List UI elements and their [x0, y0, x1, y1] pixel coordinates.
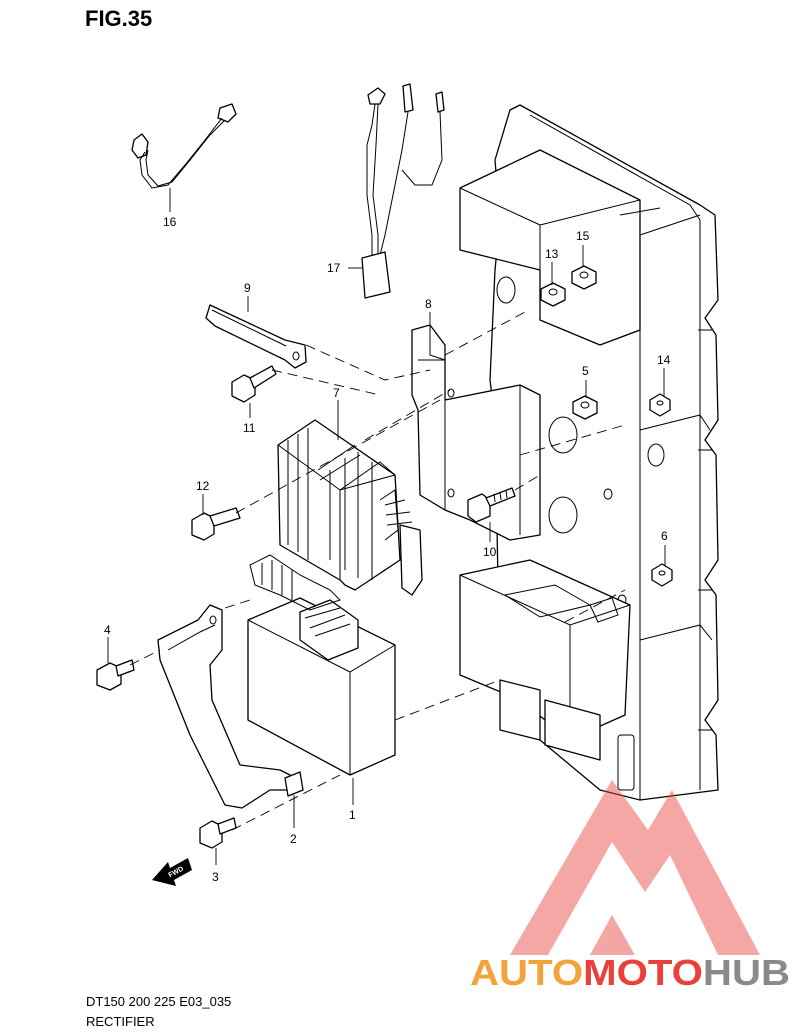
part-6-nut	[651, 563, 673, 587]
callout-15: 15	[576, 229, 590, 243]
callout-labels: 1 2 3 4 5 6 7 8 9 10 11 12 13 14 15 16 1…	[104, 215, 671, 884]
fwd-arrow-icon: FWD	[152, 858, 192, 886]
part-14-nut	[649, 393, 671, 417]
callout-17: 17	[327, 261, 341, 275]
callout-4: 4	[104, 623, 111, 637]
part-8-bracket	[411, 324, 541, 541]
part-7-rectifier	[277, 419, 423, 596]
figure-title: FIG.35	[85, 6, 153, 31]
callout-5: 5	[582, 364, 589, 378]
callout-11: 11	[243, 421, 256, 435]
callout-3: 3	[212, 870, 219, 884]
part-15-nut	[571, 265, 597, 290]
watermark-hub: HUB	[703, 952, 790, 993]
upper-bracket-box	[459, 149, 661, 346]
callout-2: 2	[290, 832, 297, 846]
watermark-logo	[510, 780, 760, 955]
watermark-auto: AUTO	[470, 952, 583, 993]
assembly-lines	[129, 311, 626, 831]
callout-9: 9	[244, 281, 251, 295]
part-16-ground-lead	[131, 103, 237, 189]
part-12-bolt	[191, 507, 241, 541]
callout-6: 6	[661, 529, 668, 543]
part-9-strap	[205, 304, 307, 369]
model-code: DT150 200 225 E03_035	[86, 994, 232, 1009]
callout-10: 10	[483, 545, 497, 559]
part-17-harness	[361, 83, 445, 299]
watermark-moto: MOTO	[583, 952, 703, 993]
callout-12: 12	[196, 479, 210, 493]
part-5-nut	[572, 395, 598, 420]
part-10-bolt	[467, 487, 516, 523]
part-2-bracket	[157, 604, 304, 809]
lower-bracket-box	[459, 559, 631, 761]
callout-7: 7	[333, 386, 340, 400]
part-4-bolt	[96, 659, 135, 691]
callout-14: 14	[657, 353, 671, 367]
callout-16: 16	[163, 215, 177, 229]
part-13-nut	[540, 282, 566, 307]
part-1-control-unit	[247, 554, 396, 776]
part-3-bolt	[199, 817, 237, 849]
callout-13: 13	[545, 247, 559, 261]
section-name: RECTIFIER	[86, 1014, 155, 1029]
callout-1: 1	[349, 808, 356, 822]
callout-8: 8	[425, 297, 432, 311]
part-11-bolt	[231, 365, 277, 403]
leader-lines	[107, 188, 666, 865]
